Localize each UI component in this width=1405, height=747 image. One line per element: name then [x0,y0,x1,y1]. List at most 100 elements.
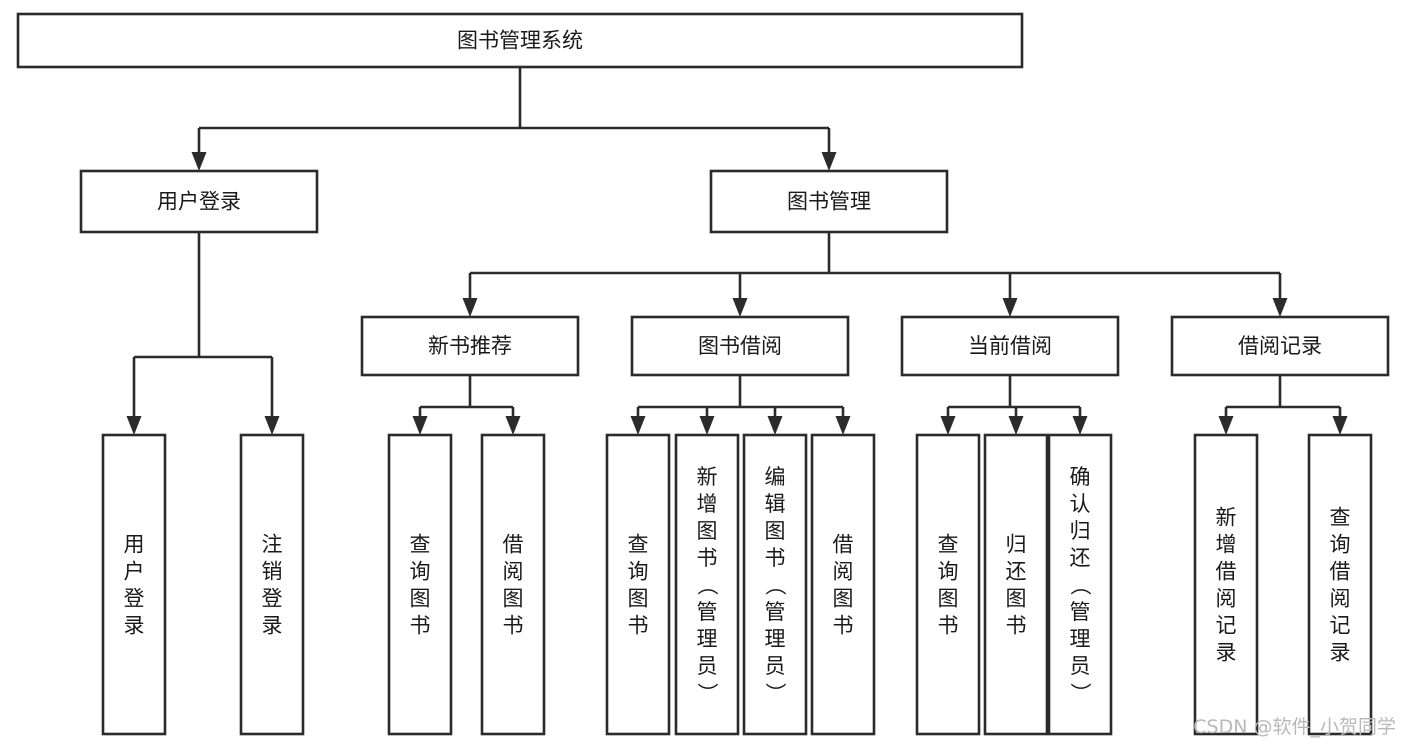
node-leaf-7-label-char: 借 [833,533,854,557]
node-leaf-6-label-char: 书 [765,546,786,570]
node-leaf-8-label-char: 查 [938,533,959,557]
node-level3-3-box[interactable] [1170,315,1390,377]
node-leaf-0-label-char: 录 [124,614,145,638]
node-leaf-0-box[interactable] [101,433,167,736]
node-leaf-6-label-char: 图 [765,519,786,543]
node-leaf-9-box[interactable] [983,433,1049,736]
node-leaf-8-label-char: 图 [938,587,959,611]
node-leaf-8-label-char: 书 [938,614,959,638]
node-level2-1[interactable]: 图书管理 [709,169,949,234]
conn-level3-1-arrow-icon [767,416,783,435]
conn-level3-2-arrow-icon [1072,416,1088,435]
node-leaf-3-label-char: 阅 [503,560,524,584]
node-level3-0-box[interactable] [360,315,580,377]
conn-root-arrow-icon [191,152,207,171]
node-leaf-2-label-char: 图 [410,587,431,611]
conn-book-mgmt-arrow-icon [462,298,478,317]
node-leaf-10-box[interactable] [1047,433,1113,736]
node-leaf-12-box[interactable] [1307,433,1373,736]
node-leaf-5-label-char: 图 [697,519,718,543]
node-root-label: 图书管理系统 [457,29,583,53]
node-leaf-10-label-char: ） [1068,683,1092,704]
node-leaf-6-box[interactable] [742,433,808,736]
node-leaf-7-label-char: 阅 [833,560,854,584]
node-level2-0-label: 用户登录 [157,190,241,214]
conn-book-mgmt-arrow-icon [1272,298,1288,317]
node-leaf-10-label-char: （ [1068,575,1092,596]
node-leaf-10-label-char: 理 [1070,627,1091,651]
node-leaf-5-label-char: 书 [697,546,718,570]
node-leaf-0[interactable]: 用户登录 [101,433,167,736]
node-leaf-6-label-char: ） [763,683,787,704]
node-leaf-0-label-char: 登 [124,587,145,611]
node-level2-1-box[interactable] [709,169,949,234]
node-leaf-1-box[interactable] [239,433,305,736]
node-leaf-4-label-char: 询 [628,560,649,584]
node-leaf-2-label-char: 询 [410,560,431,584]
node-leaf-2-label-char: 书 [410,614,431,638]
node-leaf-4-label-char: 查 [628,533,649,557]
node-leaf-6-label-char: 管 [765,600,786,624]
node-level3-1[interactable]: 图书借阅 [630,315,850,377]
node-leaf-9-label-char: 书 [1006,614,1027,638]
node-leaf-5-box[interactable] [674,433,740,736]
node-root-box[interactable] [16,12,1024,69]
node-leaf-10-label-char: 员 [1070,654,1091,678]
node-leaf-11-label-char: 新 [1216,506,1237,530]
node-leaf-2-box[interactable] [387,433,453,736]
node-leaf-12-label-char: 借 [1330,560,1351,584]
node-leaf-5-label-char: 增 [697,492,718,516]
node-leaf-1-label-char: 录 [262,614,283,638]
node-leaf-0-label-char: 户 [124,560,145,584]
node-level3-3[interactable]: 借阅记录 [1170,315,1390,377]
node-level2-0-box[interactable] [79,169,319,234]
node-leaf-8-box[interactable] [915,433,981,736]
node-leaf-6-label-char: 辑 [765,492,786,516]
node-level3-2-box[interactable] [900,315,1120,377]
node-leaf-5-label-char: ） [695,683,719,704]
node-leaf-5-label-char: 理 [697,627,718,651]
node-leaf-9-label-char: 图 [1006,587,1027,611]
conn-book-mgmt-arrow-icon [732,298,748,317]
node-level3-2-label: 当前借阅 [968,334,1052,358]
node-root[interactable]: 图书管理系统 [16,12,1024,69]
node-leaf-5-label-char: （ [695,575,719,596]
node-leaf-11-box[interactable] [1193,433,1259,736]
node-leaf-8-label-char: 询 [938,560,959,584]
node-leaf-3-label-char: 图 [503,587,524,611]
node-leaf-10-label-char: 确 [1070,465,1091,489]
node-level2-0[interactable]: 用户登录 [79,169,319,234]
node-level3-0-label: 新书推荐 [428,334,512,358]
node-leaf-6-label-char: 编 [765,465,786,489]
node-level3-1-box[interactable] [630,315,850,377]
node-leaf-12-label-char: 记 [1330,614,1351,638]
conn-book-mgmt-arrow-icon [1002,298,1018,317]
node-leaf-10-label-char: 认 [1070,492,1091,516]
node-leaf-0-label-char: 用 [124,533,145,557]
node-leaf-3-box[interactable] [480,433,546,736]
node-leaf-7-box[interactable] [810,433,876,736]
node-level3-0[interactable]: 新书推荐 [360,315,580,377]
node-leaf-4-box[interactable] [605,433,671,736]
node-leaf-1-label-char: 注 [262,533,283,557]
node-leaf-9-label-char: 归 [1006,533,1027,557]
node-leaf-11-label-char: 增 [1216,533,1237,557]
connector-layer [126,67,1348,435]
node-leaf-12-label-char: 阅 [1330,587,1351,611]
node-leaf-10-label-char: 还 [1070,546,1091,570]
node-level3-2[interactable]: 当前借阅 [900,315,1120,377]
node-leaf-10-label-char: 归 [1070,519,1091,543]
